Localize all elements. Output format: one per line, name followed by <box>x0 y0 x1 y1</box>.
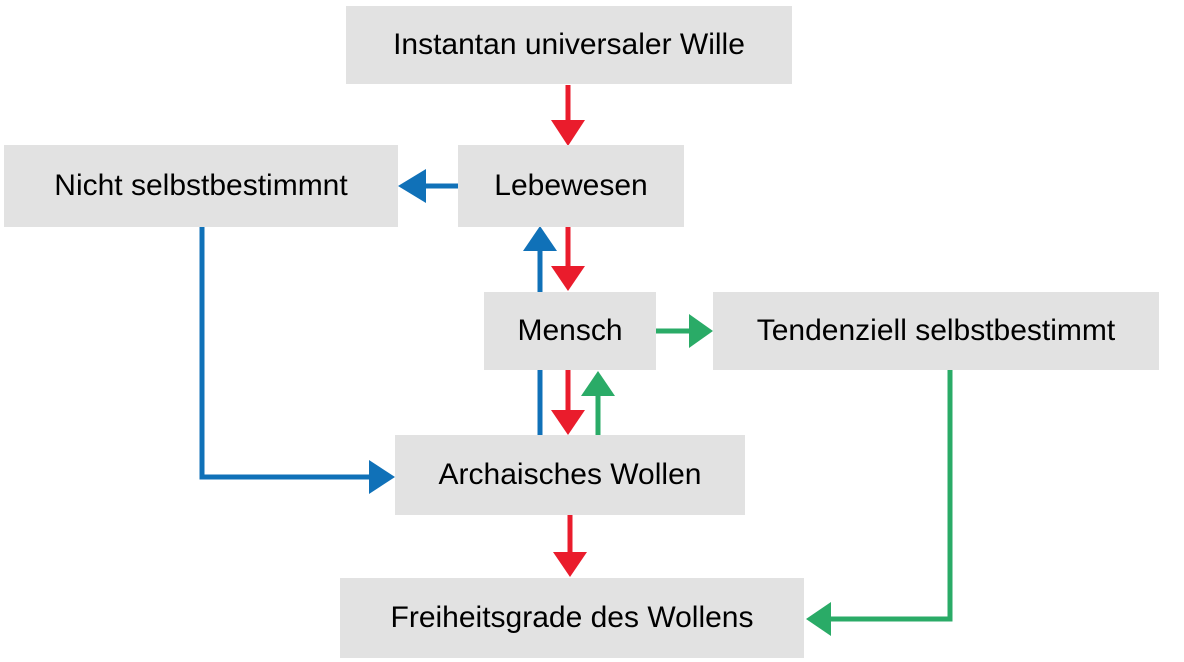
arrow-elbow-line <box>199 227 371 480</box>
edge-tendenziell-to-freiheitsgrade <box>806 370 953 636</box>
edge-mensch-to-archaisches <box>551 370 585 435</box>
edge-mensch-to-tendenziell <box>656 314 713 348</box>
node-mensch: Mensch <box>484 292 656 370</box>
arrow-elbow-line <box>829 370 953 622</box>
node-label: Instantan universaler Wille <box>393 28 745 61</box>
arrow-head-left-icon <box>398 169 426 203</box>
node-label: Tendenziell selbstbestimmt <box>756 314 1116 347</box>
node-label: Nicht selbstbestimmnt <box>54 169 348 202</box>
arrow-head-left-icon <box>806 602 831 636</box>
node-lebewesen: Lebewesen <box>458 145 684 227</box>
arrow-head-down-icon <box>553 552 587 577</box>
arrow-head-up-icon <box>523 226 557 251</box>
node-label: Freiheitsgrade des Wollens <box>390 601 754 634</box>
arrow-head-down-icon <box>551 120 585 146</box>
node-instantan-universaler-wille: Instantan universaler Wille <box>346 6 792 84</box>
node-label: Archaisches Wollen <box>438 458 702 491</box>
node-freiheitsgrade-des-wollens: Freiheitsgrade des Wollens <box>340 578 804 658</box>
edge-archaisches-to-freiheitsgrade <box>553 515 587 577</box>
node-label: Mensch <box>517 314 623 347</box>
arrow-head-down-icon <box>551 410 585 435</box>
edge-lebewesen-to-nicht <box>398 169 458 203</box>
arrow-head-up-icon <box>581 371 615 396</box>
node-label: Lebewesen <box>494 169 648 202</box>
arrow-head-down-icon <box>551 266 585 291</box>
edge-instantan-to-lebewesen <box>551 85 585 146</box>
arrow-head-right-icon <box>369 460 395 494</box>
node-tendenziell-selbstbestimmt: Tendenziell selbstbestimmt <box>713 292 1159 370</box>
edge-archaisches-to-mensch <box>581 371 615 435</box>
arrow-head-right-icon <box>689 314 713 348</box>
edge-lebewesen-to-mensch <box>551 227 585 291</box>
node-archaisches-wollen: Archaisches Wollen <box>395 435 745 515</box>
edge-nicht-to-archaisches <box>199 227 395 494</box>
node-nicht-selbstbestimmnt: Nicht selbstbestimmnt <box>4 145 398 227</box>
